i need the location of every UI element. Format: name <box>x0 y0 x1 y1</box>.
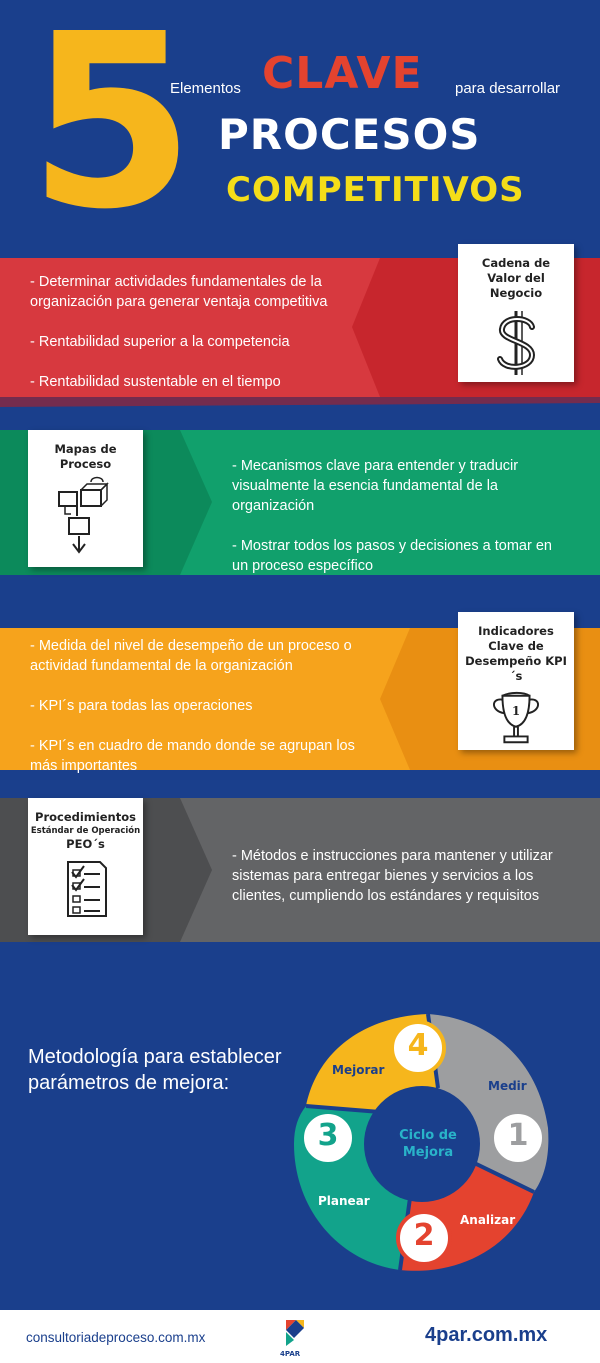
step-2-label: Analizar <box>460 1213 516 1227</box>
dollar-icon <box>497 311 536 375</box>
trophy-number: 1 <box>512 704 520 718</box>
card-cadena-valor: Cadena de Valor del Negocio <box>458 244 574 382</box>
bullet: - Rentabilidad superior a la competencia <box>30 334 290 350</box>
4par-logo-text: 4PAR <box>280 1350 301 1358</box>
footer-link-4par[interactable]: 4par.com.mx <box>425 1324 548 1346</box>
bullet: - KPI´s en cuadro de mando donde se agru… <box>30 738 355 774</box>
bullet: - Mostrar todos los pasos y decisiones a… <box>232 538 552 574</box>
bullet: - Métodos e instrucciones para mantener … <box>232 848 553 904</box>
section-1-bullets: - Determinar actividades fundamentales d… <box>30 272 350 412</box>
checklist-icon <box>66 861 107 917</box>
card-peos: Procedimientos Estándar de Operación PEO… <box>28 798 143 935</box>
card-title: Cadena de Valor del Negocio <box>481 256 551 300</box>
bullet: - Rentabilidad sustentable en el tiempo <box>30 374 281 390</box>
improvement-cycle <box>294 1013 549 1271</box>
section-2-bullets: - Mecanismos clave para entender y tradu… <box>232 456 572 596</box>
header-procesos: PROCESOS <box>218 110 481 159</box>
header-para-desarrollar: para desarrollar <box>455 80 561 97</box>
card-title: Indicadores Clave de Desempeño KPI´s <box>465 624 567 683</box>
step-4-label: Mejorar <box>332 1063 385 1077</box>
trophy-icon: 1 <box>493 691 539 744</box>
card-mapas-proceso: Mapas de Proceso <box>28 430 143 567</box>
section-4-bullets: - Métodos e instrucciones para mantener … <box>232 846 572 926</box>
bullet: - Determinar actividades fundamentales d… <box>30 274 328 310</box>
card-title-2: PEO´s <box>66 837 105 851</box>
step-3-label: Planear <box>318 1194 370 1208</box>
step-3-number: 3 <box>317 1118 339 1153</box>
flowchart-icon <box>57 476 109 554</box>
section-3-bullets: - Medida del nivel de desempeño de un pr… <box>30 636 375 796</box>
cycle-center-label: Ciclo de Mejora <box>399 1128 457 1160</box>
header-elementos: Elementos <box>170 80 241 97</box>
card-subtitle: Estándar de Operación <box>30 826 141 836</box>
step-2-number: 2 <box>413 1218 435 1253</box>
step-1-number: 1 <box>507 1118 529 1153</box>
big-number-five: 5 <box>28 0 195 262</box>
header-clave: CLAVE <box>262 48 423 99</box>
footer <box>0 1310 600 1363</box>
footer-link-consultoria[interactable]: consultoriadeproceso.com.mx <box>26 1330 206 1345</box>
step-1-label: Medir <box>488 1079 527 1093</box>
header-competitivos: COMPETITIVOS <box>226 170 525 210</box>
bullet: - Medida del nivel de desempeño de un pr… <box>30 638 352 674</box>
cycle-center <box>364 1086 480 1202</box>
bullet: - Mecanismos clave para entender y tradu… <box>232 458 519 514</box>
card-kpis: Indicadores Clave de Desempeño KPI´s 1 <box>458 612 574 750</box>
4par-logo-icon <box>286 1320 304 1346</box>
step-4-number: 4 <box>407 1028 429 1063</box>
card-title: Procedimientos <box>35 810 136 824</box>
card-title: Mapas de Proceso <box>54 442 117 471</box>
bullet: - KPI´s para todas las operaciones <box>30 698 253 714</box>
method-description: Metodología para establecer parámetros d… <box>28 1046 282 1094</box>
